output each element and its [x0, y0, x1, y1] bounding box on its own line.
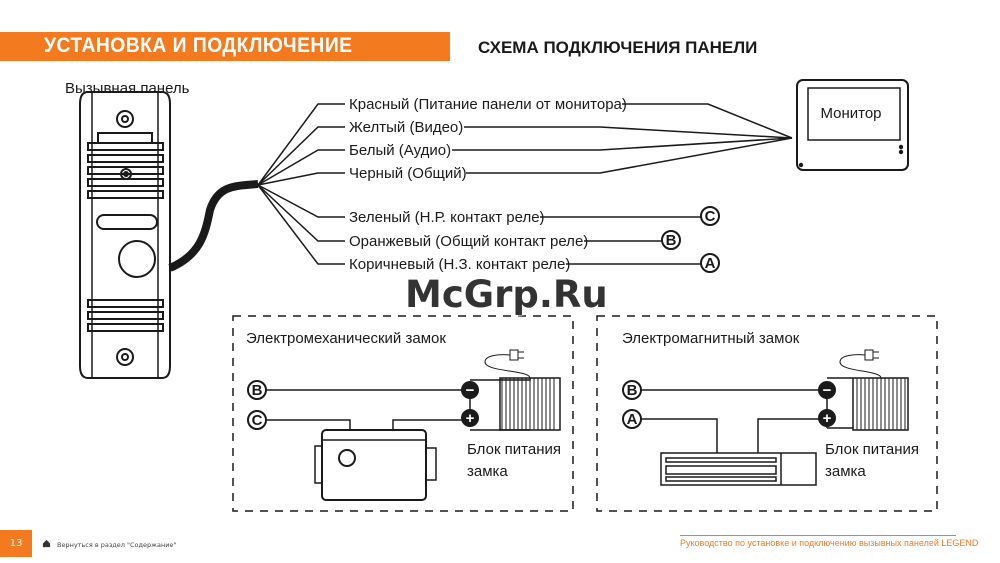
back-to-contents-link[interactable]: Вернуться в раздел "Содержание" [57, 541, 177, 549]
svg-text:A: A [705, 255, 716, 272]
home-icon[interactable] [42, 539, 51, 548]
panel-cable [168, 180, 259, 272]
monitor-label: Монитор [820, 105, 881, 122]
svg-text:B: B [252, 382, 263, 399]
electromechanical-lock-box: Электромеханический замок B C − + Блок п… [232, 315, 574, 512]
manual-title: Руководство по установке и подключению в… [680, 538, 979, 548]
monitor-illustration: Монитор [796, 79, 909, 171]
wire-label-red: Красный (Питание панели от монитора) [349, 96, 627, 113]
svg-text:B: B [666, 232, 677, 249]
wire-label-green: Зеленый (Н.Р. контакт реле) [349, 209, 545, 226]
wire-fan [257, 103, 793, 265]
svg-text:Блок питания: Блок питания [467, 441, 561, 458]
wire-label-orange: Оранжевый (Общий контакт реле) [349, 233, 588, 250]
page-number: 13 [0, 530, 32, 557]
svg-text:замка: замка [825, 463, 866, 480]
svg-text:−: − [466, 382, 475, 399]
call-panel-illustration [79, 91, 171, 379]
watermark: McGrp.Ru [405, 273, 608, 316]
electromech-title: Электромеханический замок [246, 330, 446, 347]
svg-text:B: B [627, 382, 638, 399]
terminal-a: A [700, 253, 720, 273]
diagram-title: СХЕМА ПОДКЛЮЧЕНИЯ ПАНЕЛИ [478, 38, 758, 57]
svg-text:A: A [627, 411, 638, 428]
terminal-c: C [700, 206, 720, 226]
terminal-b: B [661, 230, 681, 250]
wire-label-brown: Коричневый (Н.З. контакт реле) [349, 256, 570, 273]
svg-text:замка: замка [467, 463, 508, 480]
wire-label-white: Белый (Аудио) [349, 142, 451, 159]
svg-text:+: + [823, 410, 832, 427]
electromagnetic-lock-box: Электромагнитный замок B A − + Блок пита… [596, 315, 938, 512]
section-title: УСТАНОВКА И ПОДКЛЮЧЕНИЕ [44, 34, 353, 57]
svg-text:Блок питания: Блок питания [825, 441, 919, 458]
svg-text:−: − [823, 382, 832, 399]
svg-text:C: C [252, 412, 263, 429]
wire-label-black: Черный (Общий) [349, 165, 467, 182]
svg-text:C: C [705, 208, 716, 225]
section-banner: УСТАНОВКА И ПОДКЛЮЧЕНИЕ [0, 32, 450, 61]
electromag-title: Электромагнитный замок [622, 330, 800, 347]
svg-text:+: + [466, 410, 475, 427]
wire-label-yellow: Желтый (Видео) [349, 119, 463, 136]
footer-divider [680, 535, 956, 536]
